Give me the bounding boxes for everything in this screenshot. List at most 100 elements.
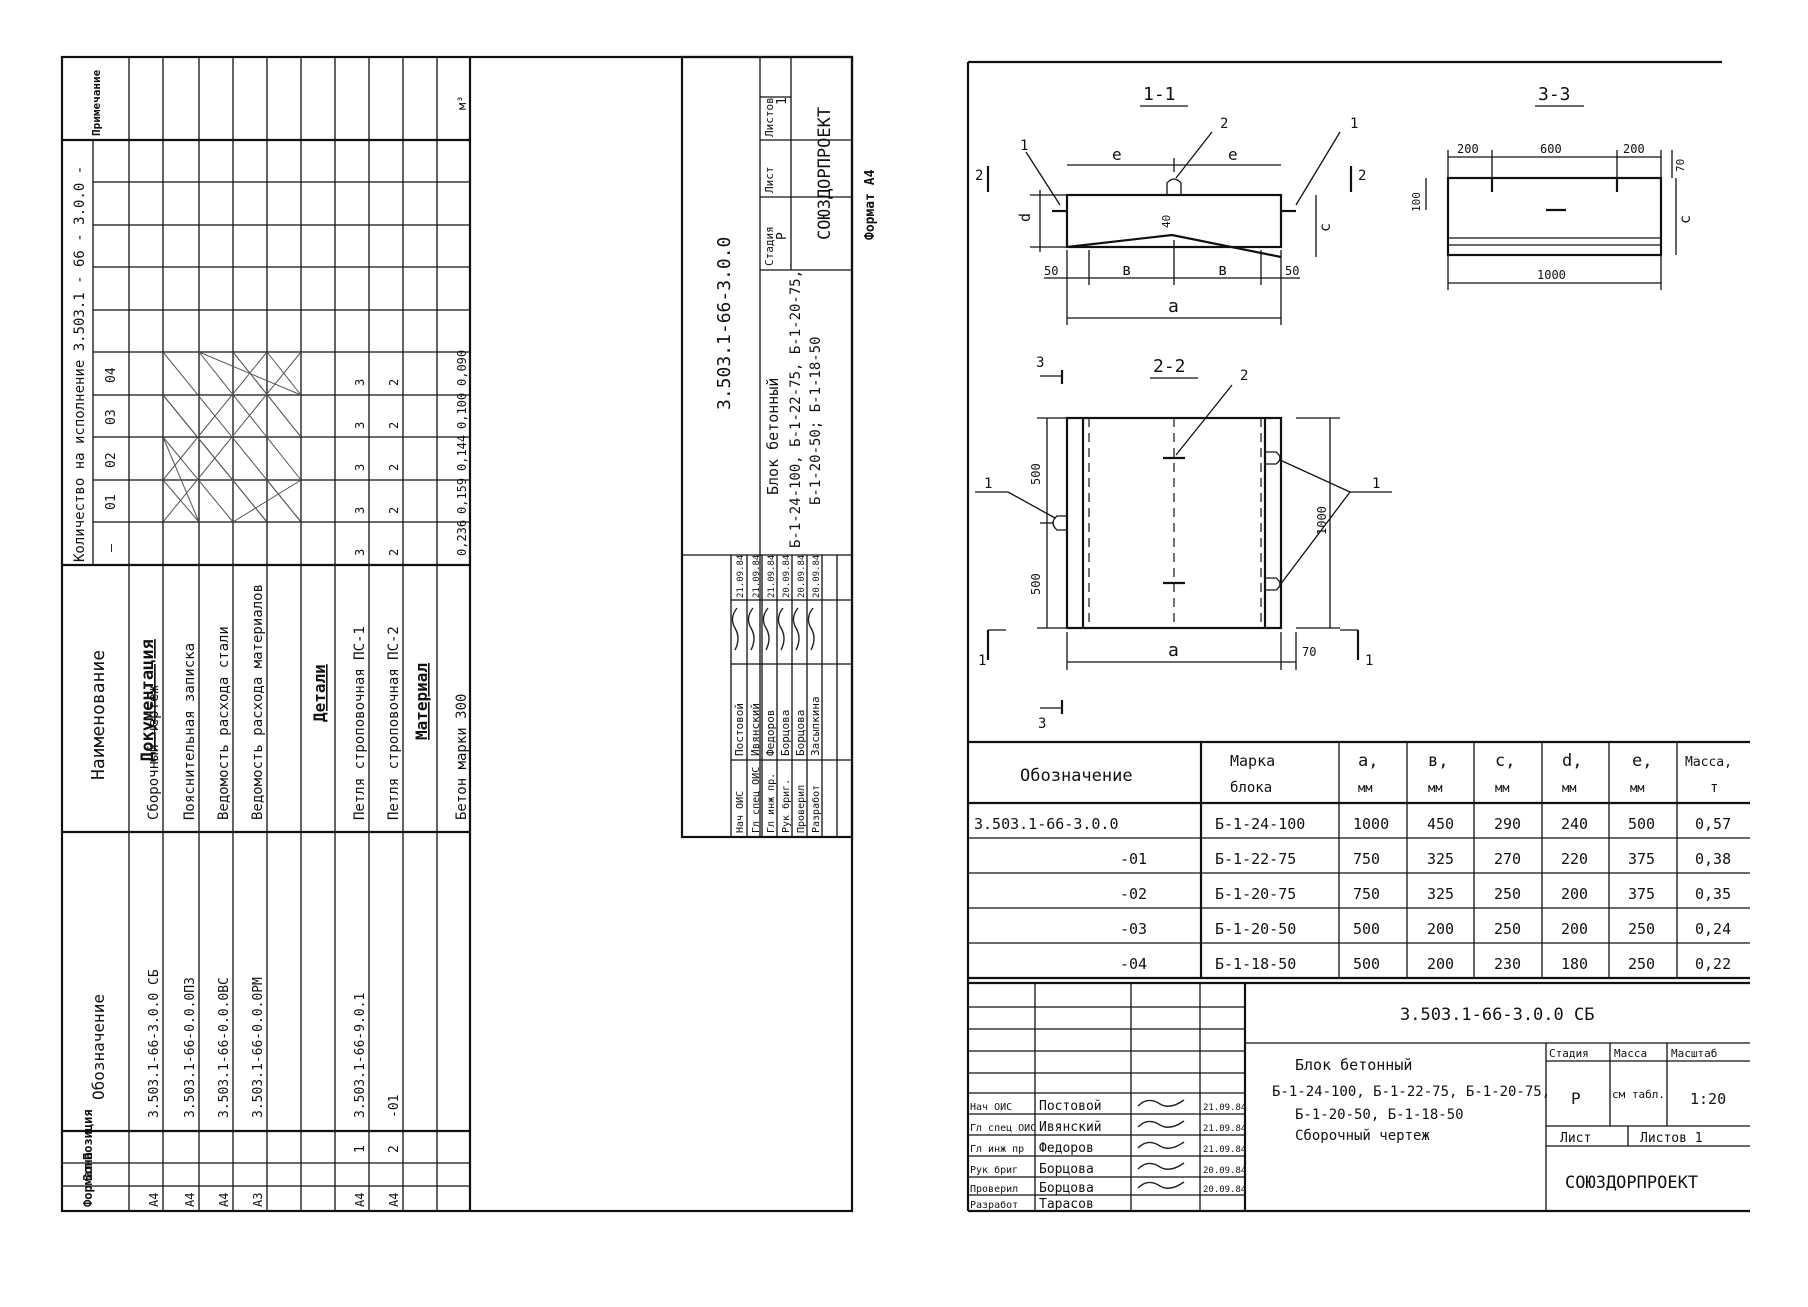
svg-text:3-3: 3-3 <box>1538 84 1571 105</box>
signatory-role: Гл инж пр <box>970 1144 1024 1155</box>
spec-name-cell: Ведомость расхода материалов <box>250 584 266 820</box>
svg-text:325: 325 <box>1427 850 1454 868</box>
signatory-name: Постовой <box>1039 1099 1102 1114</box>
svg-text:500: 500 <box>1353 955 1380 973</box>
svg-text:мм: мм <box>1562 781 1576 795</box>
section-3-3: 3-3 200 600 200 70 100 c 1000 <box>1410 84 1694 290</box>
svg-text:е,: е, <box>1632 751 1652 771</box>
spec-quantity-cell: 2 <box>387 507 401 514</box>
svg-text:Б-1-22-75: Б-1-22-75 <box>1215 850 1296 868</box>
svg-text:e: e <box>1112 145 1122 164</box>
spec-code-cell: 3.503.1-66-0.0.0ВС <box>217 977 232 1118</box>
svg-text:1: 1 <box>978 653 986 669</box>
col-designation: Обозначение <box>89 994 108 1100</box>
svg-text:мм: мм <box>1358 781 1372 795</box>
signatory-name: Ивянский <box>749 703 762 756</box>
signatory-date: 20.09.84 <box>1203 1166 1246 1176</box>
svg-text:т: т <box>1710 780 1718 796</box>
svg-text:2: 2 <box>1220 116 1228 132</box>
table-h-designation: Обозначение <box>1020 766 1133 786</box>
col-zone: Зона <box>81 1152 95 1181</box>
right-sheet-label: Лист <box>1560 1131 1591 1146</box>
svg-text:в: в <box>1218 260 1228 279</box>
svg-text:c: c <box>1316 223 1334 232</box>
spec-quantity-cell: 2 <box>387 379 401 386</box>
svg-text:500: 500 <box>1029 463 1043 485</box>
svg-text:Б-1-24-100: Б-1-24-100 <box>1215 815 1305 833</box>
svg-text:2: 2 <box>1358 168 1366 184</box>
svg-text:100: 100 <box>1410 192 1423 212</box>
exec-col-labels: — 01 02 03 04 <box>104 367 119 552</box>
right-name-3: Б-1-20-50, Б-1-18-50 <box>1295 1107 1464 1123</box>
svg-text:375: 375 <box>1628 885 1655 903</box>
signatory-role: Гл спец ОИС <box>751 767 762 833</box>
spec-quantity-cell: 3 <box>353 507 367 514</box>
svg-text:2: 2 <box>975 168 983 184</box>
svg-text:250: 250 <box>1628 920 1655 938</box>
spec-quantity-cell: 2 <box>387 549 401 556</box>
right-name-1: Блок бетонный <box>1295 1056 1412 1074</box>
mark-table: Обозначение Марка блока а, в, с, d, е, м… <box>968 740 1750 980</box>
svg-text:600: 600 <box>1540 142 1562 156</box>
spec-quantity-cell: 0,236 <box>455 520 469 556</box>
right-org: СОЮЗДОРПРОЕКТ <box>1565 1173 1698 1193</box>
svg-text:03: 03 <box>104 409 119 425</box>
svg-text:1: 1 <box>1350 116 1358 132</box>
svg-text:70: 70 <box>1302 645 1316 659</box>
svg-text:-01: -01 <box>1120 850 1147 868</box>
svg-text:мм: мм <box>1428 781 1442 795</box>
signature <box>747 607 755 651</box>
svg-text:50: 50 <box>1044 264 1058 278</box>
spec-code-cell: 3.503.1-66-9.0.1 <box>353 993 368 1118</box>
right-sheets-label: Листов 1 <box>1640 1131 1703 1146</box>
svg-text:Марка: Марка <box>1230 752 1275 770</box>
spec-name-cell: Петля строповочная ПС-2 <box>386 626 402 820</box>
svg-text:в: в <box>1122 260 1132 279</box>
spec-quantity-cell: 0,159 <box>455 478 469 514</box>
signatory-role: Нач ОИС <box>735 791 746 833</box>
svg-text:220: 220 <box>1561 850 1588 868</box>
spec-quantity-cell: 0,100 <box>455 393 469 429</box>
spec-name-cell: Бетон марки 300 <box>454 694 470 820</box>
svg-text:230: 230 <box>1494 955 1521 973</box>
right-scale: 1:20 <box>1690 1090 1726 1108</box>
signature <box>731 607 739 651</box>
left-sheets: 1 <box>775 97 790 105</box>
svg-text:3: 3 <box>1038 716 1046 732</box>
svg-text:200: 200 <box>1623 142 1645 156</box>
signatory-role: Проверил <box>970 1184 1018 1195</box>
signatory-date: 20.09.84 <box>797 555 807 598</box>
right-title-block: 3.503.1-66-3.0.0 СБ Блок бетонный Б-1-24… <box>968 981 1750 1212</box>
svg-text:-02: -02 <box>1120 885 1147 903</box>
svg-text:2: 2 <box>1240 368 1248 384</box>
section-details: Детали <box>310 664 329 722</box>
svg-text:с,: с, <box>1495 751 1515 771</box>
svg-text:-03: -03 <box>1120 920 1147 938</box>
signature <box>807 607 815 651</box>
left-name-1: Блок бетонный <box>764 378 782 495</box>
svg-text:200: 200 <box>1457 142 1479 156</box>
svg-text:50: 50 <box>1285 264 1299 278</box>
svg-text:блока: блока <box>1230 780 1272 796</box>
svg-text:мм: мм <box>1630 781 1644 795</box>
svg-text:200: 200 <box>1427 920 1454 938</box>
signatory-date: 21.09.84 <box>1203 1124 1246 1134</box>
spec-name-cell: Петля строповочная ПС-1 <box>352 626 368 820</box>
svg-text:180: 180 <box>1561 955 1588 973</box>
spec-format-cell: А4 <box>147 1193 161 1207</box>
signatory-role: Рук бриг. <box>780 779 792 833</box>
svg-text:240: 240 <box>1561 815 1588 833</box>
assembly-sheet: 1-1 d c e e 40 50 в в <box>966 60 1750 1213</box>
signatory-date: 21.09.84 <box>767 555 777 598</box>
signatory-date: 21.09.84 <box>1203 1145 1246 1155</box>
svg-text:3: 3 <box>1036 355 1044 371</box>
